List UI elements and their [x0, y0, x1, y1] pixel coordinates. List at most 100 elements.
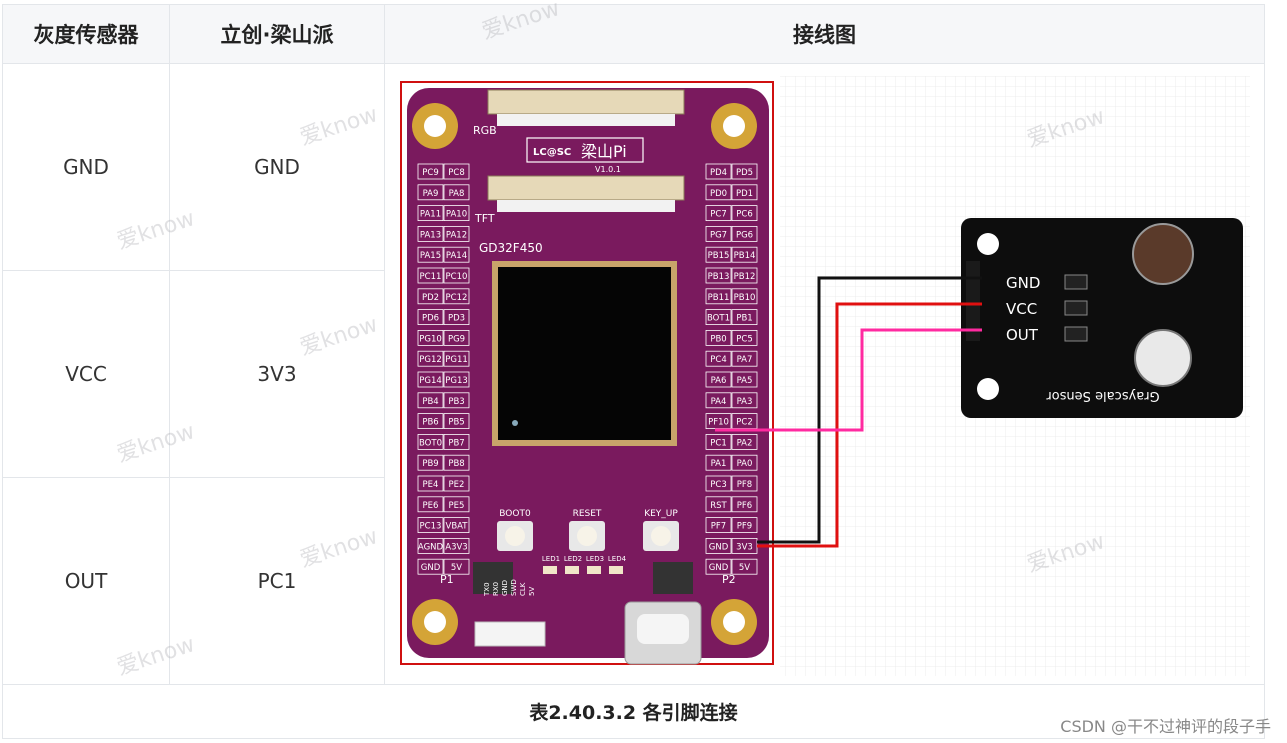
pin-box	[731, 516, 758, 533]
pin-box	[705, 371, 732, 387]
pin-box	[443, 433, 470, 450]
pin-label: PB14	[734, 251, 756, 261]
pin-label: PE4	[423, 480, 439, 490]
board-name: 梁山Pi	[581, 142, 627, 161]
pin-box	[705, 350, 732, 367]
pin-label: 5V	[451, 563, 462, 573]
pin-box	[417, 225, 444, 242]
table-row: OUT PC1	[2, 477, 1265, 685]
led-label: LED3	[586, 555, 604, 563]
pin-label: PA0	[737, 459, 753, 469]
sensor-pin-label: GND	[1006, 274, 1040, 292]
pin-box	[443, 454, 470, 471]
pin-label: PB11	[708, 292, 730, 302]
pin-label: PA6	[711, 376, 727, 386]
white-led	[1134, 328, 1192, 387]
pin-label: PA8	[449, 188, 465, 198]
pin-label: PB3	[448, 396, 464, 406]
pin-label: BOT1	[707, 313, 730, 323]
pin-label: PF9	[737, 521, 752, 531]
pin-box	[443, 537, 470, 554]
board-pin-3v3: 3V3	[169, 270, 385, 478]
pin-box	[731, 204, 758, 221]
pin-label: PA3	[737, 396, 753, 406]
pin-label: PE6	[423, 500, 439, 510]
sensor-smd	[1064, 326, 1088, 341]
pin-label: PB12	[734, 272, 756, 282]
pin-box	[417, 163, 444, 179]
pin-label: PF7	[711, 521, 726, 531]
pin-label: PB1	[736, 313, 752, 323]
pin-label: PC6	[736, 209, 752, 219]
pin-label: PD6	[422, 313, 439, 323]
led-label: LED2	[564, 555, 582, 563]
tft-connector	[487, 175, 685, 200]
pin-box	[443, 183, 470, 200]
pin-box	[705, 308, 732, 325]
pin-box	[705, 163, 732, 179]
pin-box	[417, 558, 444, 575]
pin-box	[417, 475, 444, 491]
pin-box	[443, 225, 470, 242]
sensor-pin-label: OUT	[1006, 326, 1039, 344]
header-board: 立创·梁山派	[169, 4, 385, 64]
pin-box	[731, 558, 758, 575]
pin-box	[417, 516, 444, 533]
pin-label: PD1	[736, 188, 753, 198]
pin-box	[443, 329, 470, 346]
pin-box	[731, 267, 758, 283]
regulator	[653, 561, 693, 594]
pin-box	[417, 537, 444, 554]
mounting-hole	[723, 610, 745, 633]
pin-label: 5V	[739, 563, 750, 573]
pin-box	[731, 183, 758, 200]
pin-box	[731, 350, 758, 367]
pin-box	[731, 287, 758, 304]
pin-label: PA1	[711, 459, 727, 469]
pin-label: PC1	[710, 438, 726, 448]
pin-label: PG6	[736, 230, 753, 240]
led	[609, 565, 623, 574]
swd-label: SWD	[510, 579, 518, 596]
pin-box	[443, 495, 470, 512]
pin-box	[705, 495, 732, 512]
pin-label: PG11	[445, 355, 468, 365]
chip-label: GD32F450	[479, 241, 543, 255]
pin-label: 3V3	[736, 542, 753, 552]
regulator	[473, 561, 513, 594]
button-label: BOOT0	[499, 509, 531, 519]
pin-box	[705, 516, 732, 533]
pin-label: PA4	[711, 396, 727, 406]
rgb-connector	[497, 113, 675, 126]
usb-c-port	[637, 613, 689, 644]
pin-label: PD4	[710, 168, 727, 178]
table-row: VCC 3V3	[2, 270, 1265, 478]
pin-box	[731, 329, 758, 346]
caption-row: 表2.40.3.2 各引脚连接	[2, 684, 1265, 739]
pin-label: AGND	[418, 542, 444, 552]
pin-box	[443, 308, 470, 325]
pin-box	[443, 391, 470, 408]
pin-label: PB4	[422, 396, 438, 406]
pin-label: PA15	[420, 251, 441, 261]
sensor-smd	[1064, 300, 1088, 315]
pin-label: PA10	[446, 209, 467, 219]
pin-box	[443, 558, 470, 575]
pin-box	[443, 267, 470, 283]
pin-label: PB6	[422, 417, 438, 427]
pin-label: PA5	[737, 376, 753, 386]
pin-label: PC5	[736, 334, 752, 344]
pin-box	[443, 246, 470, 263]
sensor-module	[961, 217, 1243, 418]
swd-label: TX0	[483, 582, 491, 597]
pin-label: PA9	[423, 188, 439, 198]
led	[543, 565, 557, 574]
sensor-hole	[977, 232, 999, 255]
mounting-hole	[424, 114, 446, 137]
board-version: V1.0.1	[595, 165, 621, 174]
pin-box	[731, 371, 758, 387]
pin-box	[731, 475, 758, 491]
pin-box	[705, 433, 732, 450]
